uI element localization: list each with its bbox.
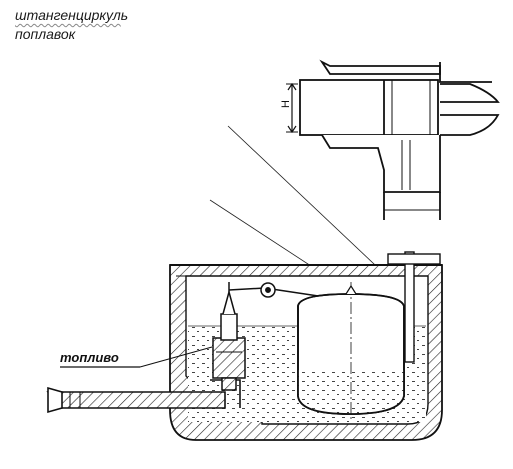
caption-caliper-underlined: штангенциркул: [15, 7, 121, 23]
fuel-inlet-pipe: [46, 379, 241, 414]
caption-caliper: штангенциркуль: [15, 8, 128, 22]
fuel-callout: [60, 346, 213, 368]
float: [297, 282, 405, 420]
needle-valve: [212, 282, 246, 391]
guide-rod: [387, 251, 441, 363]
caption-caliper-end: ь: [120, 7, 129, 23]
caliper-detail: [286, 59, 500, 220]
dimension-h-label: H: [280, 100, 292, 108]
fuel-label: топливо: [60, 350, 119, 365]
caption-float: поплавок: [15, 26, 76, 42]
